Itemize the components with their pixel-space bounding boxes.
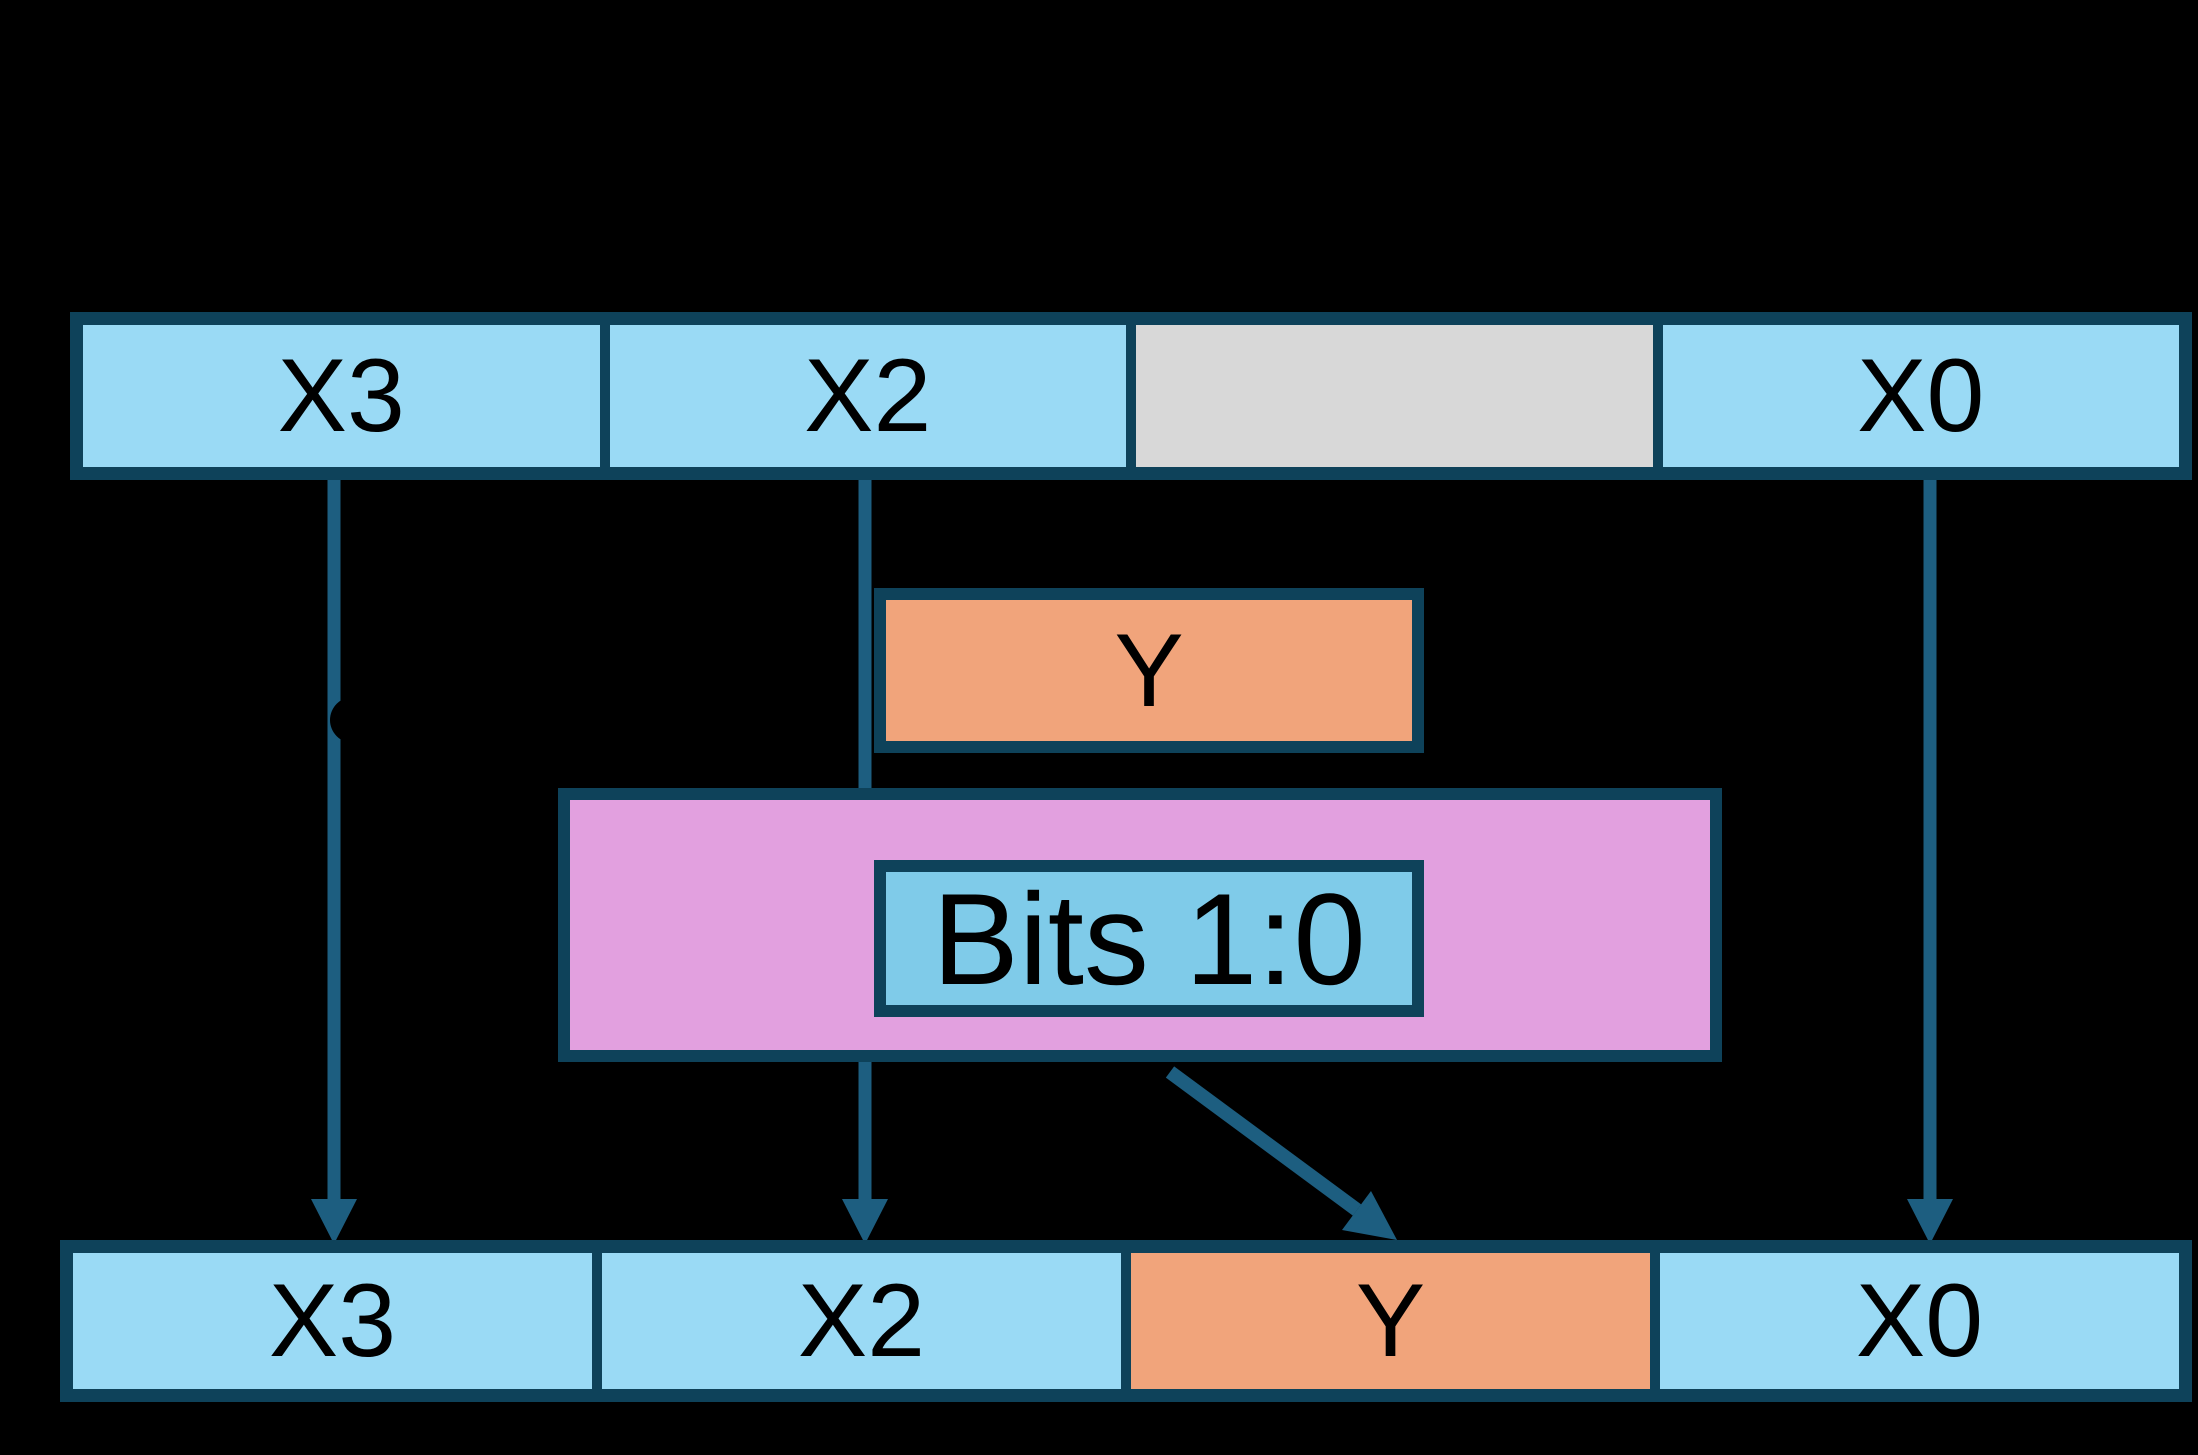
top-segment-x0: X0 xyxy=(1662,325,2179,467)
insert-value-box: Y xyxy=(874,588,1424,753)
x3-passthrough-arrowhead xyxy=(311,1199,357,1244)
x2-passthrough-arrowhead xyxy=(842,1199,888,1244)
top-segment-empty xyxy=(1136,325,1653,467)
top-segment-x3: X3 xyxy=(83,325,600,467)
bits-insert-arrowhead xyxy=(1342,1191,1397,1240)
insert-value-label: Y xyxy=(1114,612,1184,729)
bits-field-label: Bits 1:0 xyxy=(932,865,1366,1012)
bottom-segment-y-label: Y xyxy=(1355,1263,1426,1379)
bottom-segment-x0-label: X0 xyxy=(1855,1263,1984,1379)
top-segment-x3-label: X3 xyxy=(277,338,405,454)
bottom-segment-x0: X0 xyxy=(1660,1253,2179,1389)
bottom-segment-y: Y xyxy=(1131,1253,1650,1389)
top-segment-x2-label: X2 xyxy=(804,338,932,454)
bottom-segment-x3-label: X3 xyxy=(268,1263,397,1379)
top-segment-x2: X2 xyxy=(609,325,1126,467)
bottom-segment-x2-label: X2 xyxy=(797,1263,926,1379)
bits-insert-arrow-shaft xyxy=(1165,1066,1362,1216)
x0-passthrough-arrowhead xyxy=(1907,1199,1953,1244)
bottom-segment-x3: X3 xyxy=(73,1253,592,1389)
hidden-glyph-fragment xyxy=(330,697,376,743)
bottom-segment-x2: X2 xyxy=(602,1253,1121,1389)
bottom-register-row: X3 X2 Y X0 xyxy=(60,1240,2192,1402)
top-segment-x0-label: X0 xyxy=(1857,338,1985,454)
bits-field-box: Bits 1:0 xyxy=(874,860,1424,1017)
top-register-row: X3 X2 X0 xyxy=(70,312,2192,480)
